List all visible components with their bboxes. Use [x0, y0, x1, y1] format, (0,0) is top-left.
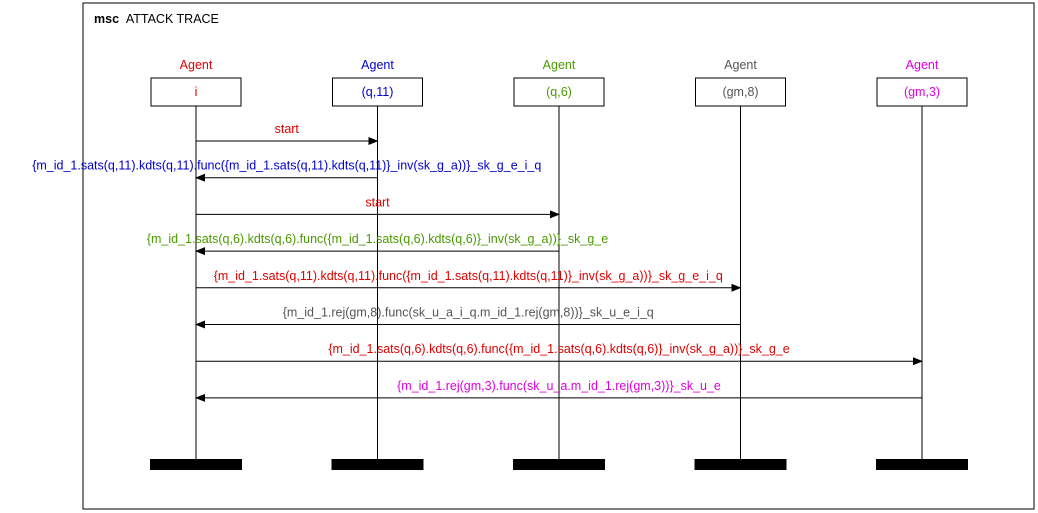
lifeline-end-bar: [876, 459, 968, 470]
message: start: [196, 122, 379, 145]
message-label: {m_id_1.sats(q,6).kdts(q,6).func({m_id_1…: [328, 342, 789, 356]
lifeline-name: (q,11): [362, 85, 394, 99]
lifeline-head-box: [513, 77, 605, 107]
message-label: start: [275, 122, 300, 136]
lifeline: Agent (q,6): [513, 58, 605, 470]
lifeline-head-box: [332, 77, 423, 107]
lifeline-end-bar: [694, 459, 787, 470]
diagram-title-text: ATTACK TRACE: [126, 12, 219, 26]
lifeline: Agent i: [150, 58, 242, 470]
message: {m_id_1.sats(q,6).kdts(q,6).func({m_id_1…: [196, 342, 923, 366]
message: start: [196, 195, 560, 219]
lifeline-role: Agent: [906, 58, 939, 72]
lifeline-name: (gm,8): [722, 85, 758, 99]
message-label: {m_id_1.sats(q,6).kdts(q,6).func({m_id_1…: [147, 232, 608, 246]
lifeline-name: (q,6): [546, 85, 572, 99]
message-label: {m_id_1.sats(q,11).kdts(q,11).func({m_id…: [214, 269, 723, 283]
lifeline-end-bar: [331, 459, 424, 470]
lifeline-role: Agent: [180, 58, 213, 72]
message: {m_id_1.sats(q,6).kdts(q,6).func({m_id_1…: [147, 232, 608, 256]
message: {m_id_1.rej(gm,8).func(sk_u_a_i_q.m_id_1…: [195, 306, 741, 329]
message-label: {m_id_1.rej(gm,3).func(sk_u_a.m_id_1.rej…: [397, 379, 721, 393]
lifeline: Agent (gm,3): [876, 58, 968, 470]
lifeline-name: (gm,3): [904, 85, 940, 99]
messages: start {m_id_1.sats(q,11).kdts(q,11).func(…: [32, 122, 923, 402]
lifeline-role: Agent: [543, 58, 576, 72]
message: {m_id_1.sats(q,11).kdts(q,11).func({m_id…: [196, 269, 742, 292]
lifeline: Agent (q,11): [331, 58, 424, 470]
message: {m_id_1.sats(q,11).kdts(q,11).func({m_id…: [32, 159, 541, 182]
message: {m_id_1.rej(gm,3).func(sk_u_a.m_id_1.rej…: [195, 379, 922, 402]
lifeline-role: Agent: [361, 58, 394, 72]
lifeline-name: i: [195, 85, 198, 99]
message-label: {m_id_1.rej(gm,8).func(sk_u_a_i_q.m_id_1…: [283, 306, 654, 320]
lifeline-role: Agent: [724, 58, 757, 72]
diagram-title: msc ATTACK TRACE: [94, 12, 219, 26]
lifeline-end-bar: [150, 459, 242, 470]
diagram-keyword: msc: [94, 12, 119, 26]
lifeline: Agent (gm,8): [694, 58, 787, 470]
lifeline-head-box: [695, 77, 786, 107]
message-label: {m_id_1.sats(q,11).kdts(q,11).func({m_id…: [32, 159, 541, 173]
lifeline-end-bar: [513, 459, 605, 470]
lifelines: AgentiAgent(q,11)Agent(q,6)Agent(gm,8)Ag…: [150, 58, 968, 470]
message-label: start: [365, 195, 390, 209]
